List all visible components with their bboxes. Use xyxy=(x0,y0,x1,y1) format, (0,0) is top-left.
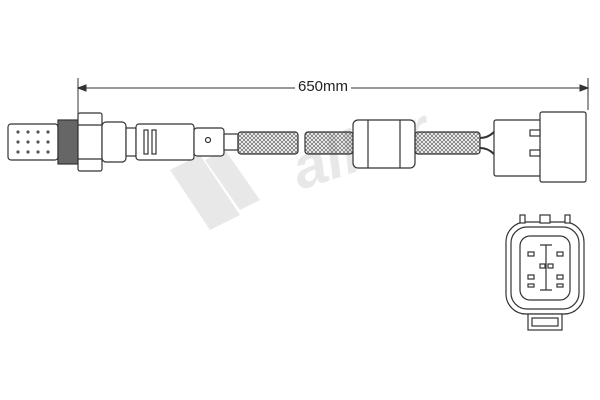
cable-sleeve xyxy=(352,119,416,169)
sensor-hex xyxy=(77,112,103,172)
braided-cable xyxy=(414,131,481,155)
sensor-tip xyxy=(7,123,59,161)
connector-side-view xyxy=(493,119,543,177)
connector-front-view xyxy=(505,214,585,331)
sensor-body xyxy=(101,121,127,163)
braided-cable xyxy=(304,131,354,155)
dimension-label: 650mm xyxy=(295,78,352,95)
braided-cable xyxy=(237,131,299,155)
sensor-thread xyxy=(57,119,79,165)
